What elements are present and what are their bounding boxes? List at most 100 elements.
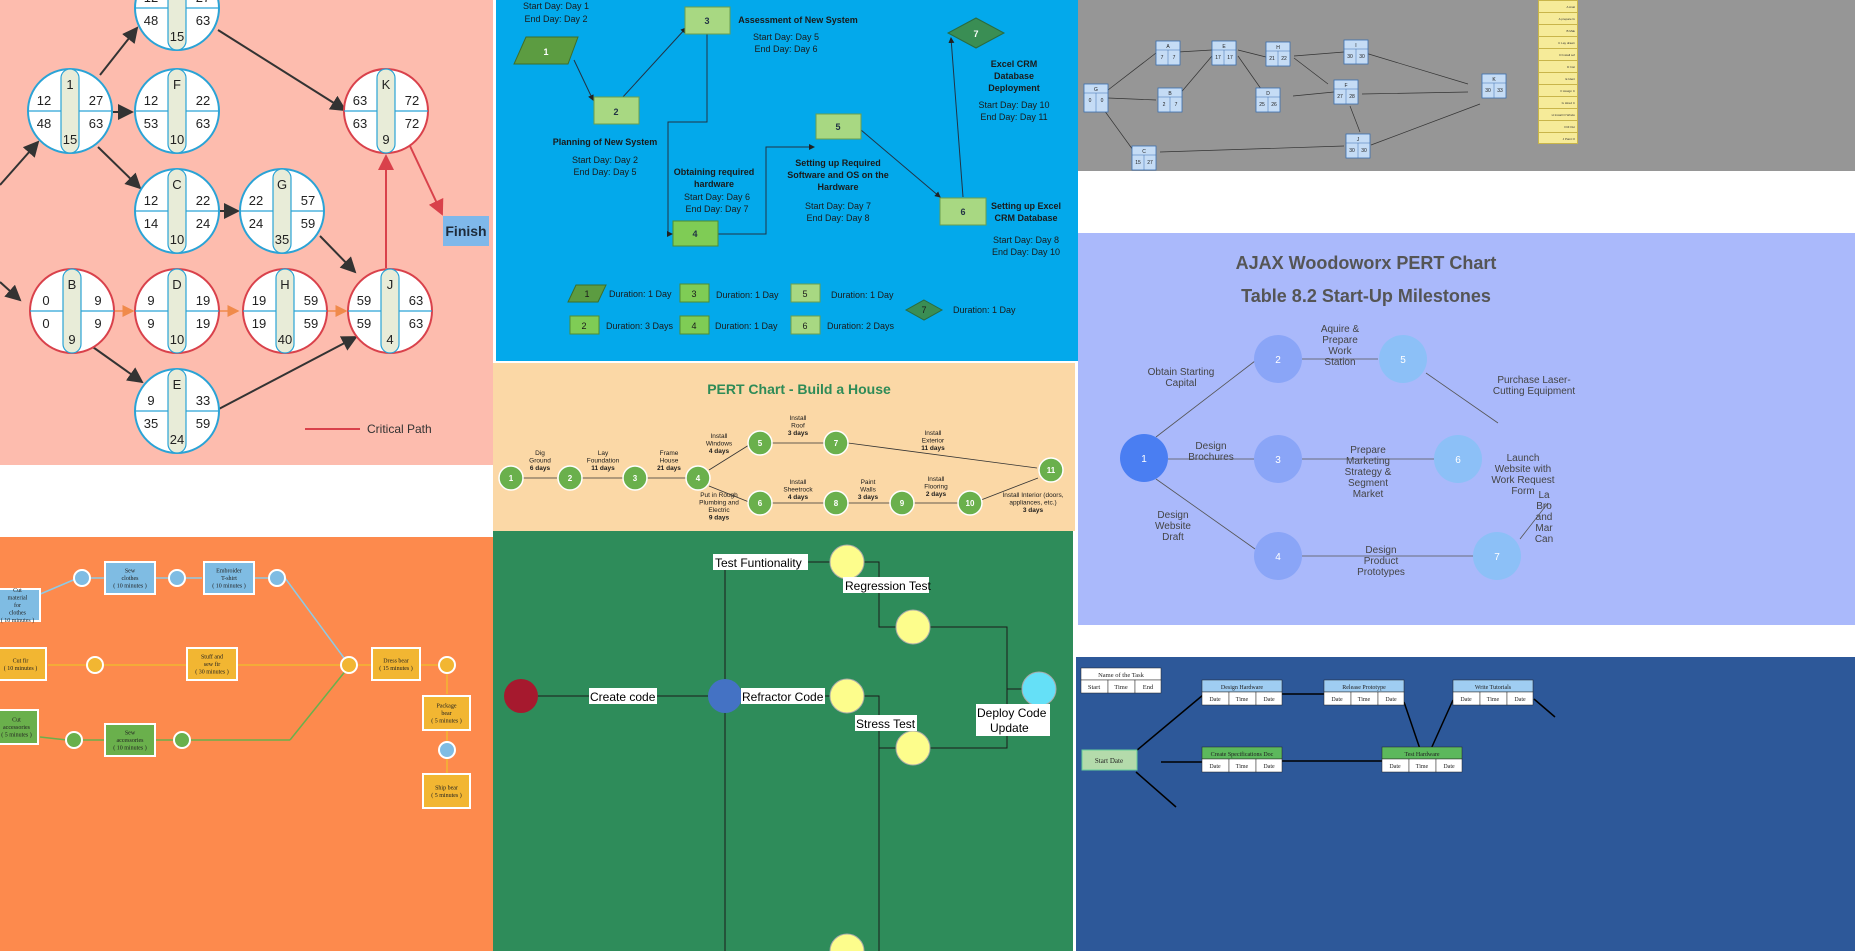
svg-text:3 days: 3 days: [1023, 507, 1044, 514]
svg-text:12: 12: [37, 93, 51, 108]
task-list-item: D Install sof: [1539, 49, 1577, 61]
svg-text:K: K: [1492, 77, 1496, 83]
svg-text:Create Specifications Doc: Create Specifications Doc: [1211, 751, 1274, 758]
svg-text:Start Day: Day 2: Start Day: Day 2: [572, 155, 638, 165]
task-list-item: H Install O Windo: [1539, 109, 1577, 121]
svg-text:Obtain Starting: Obtain Starting: [1148, 367, 1215, 378]
svg-text:( 15 minutes ): ( 15 minutes ): [379, 665, 413, 672]
svg-text:Duration: 3 Days: Duration: 3 Days: [606, 321, 674, 331]
svg-text:5: 5: [802, 289, 807, 299]
svg-text:Marketing: Marketing: [1346, 456, 1390, 467]
svg-text:Date: Date: [1460, 697, 1472, 703]
bear-task-box: Ship bear( 5 minutes ): [422, 773, 471, 809]
node-test-functionality: [829, 544, 865, 580]
svg-text:9: 9: [382, 132, 389, 147]
svg-text:Database: Database: [994, 71, 1034, 81]
task-list-item: G Hired C: [1539, 97, 1577, 109]
svg-text:Install Interior (doors,: Install Interior (doors,: [1002, 492, 1063, 499]
svg-text:30: 30: [1349, 148, 1355, 154]
node-name: J: [387, 277, 394, 292]
svg-text:Sew: Sew: [125, 569, 136, 575]
svg-text:63: 63: [409, 293, 423, 308]
svg-text:End Day: Day 5: End Day: Day 5: [573, 167, 636, 177]
svg-text:Start Day: Day 5: Start Day: Day 5: [753, 32, 819, 42]
svg-text:14: 14: [144, 216, 158, 231]
svg-text:bear: bear: [441, 711, 451, 717]
svg-text:Put in Rough: Put in Rough: [700, 492, 738, 499]
svg-text:28: 28: [1349, 94, 1355, 100]
svg-text:21: 21: [1269, 56, 1275, 62]
legend-critical-path: Critical Path: [367, 422, 432, 436]
svg-text:Start Date: Start Date: [1095, 757, 1123, 765]
event-node: [268, 569, 286, 587]
svg-text:6: 6: [1455, 455, 1461, 466]
svg-text:27: 27: [1147, 160, 1153, 166]
svg-text:27: 27: [89, 93, 103, 108]
svg-text:Start Day: Day 6: Start Day: Day 6: [684, 192, 750, 202]
svg-text:clothes: clothes: [122, 576, 140, 582]
svg-text:Electric: Electric: [708, 507, 730, 514]
svg-text:End Day: Day 11: End Day: Day 11: [980, 112, 1047, 122]
svg-text:Name of the Task: Name of the Task: [1098, 672, 1145, 679]
svg-text:Launch: Launch: [1507, 453, 1540, 464]
node-regression: [895, 609, 931, 645]
svg-text:hardware: hardware: [694, 179, 734, 189]
pert-diagram-critical-path: 122748631511227486315F1222536310K6372637…: [0, 0, 489, 454]
svg-text:Obtaining required: Obtaining required: [674, 167, 755, 177]
svg-text:Deploy Code: Deploy Code: [977, 706, 1047, 720]
svg-text:( 5 minutes ): ( 5 minutes ): [1, 732, 32, 739]
svg-text:Start Day: Day 7: Start Day: Day 7: [805, 201, 871, 211]
task-list-item: E Ident: [1539, 73, 1577, 85]
svg-text:Start Day: Day 10: Start Day: Day 10: [978, 100, 1049, 110]
svg-text:( 5 minutes ): ( 5 minutes ): [431, 792, 462, 799]
ajax-task-label: Purchase Laser-Cutting Equipment: [1493, 375, 1575, 397]
svg-text:material: material: [8, 596, 28, 602]
svg-text:4: 4: [692, 229, 697, 239]
svg-text:22: 22: [1281, 56, 1287, 62]
svg-text:Prepare: Prepare: [1322, 335, 1358, 346]
svg-text:( 5 minutes ): ( 5 minutes ): [431, 718, 462, 725]
svg-text:Deployment: Deployment: [988, 83, 1040, 93]
svg-text:3: 3: [691, 289, 696, 299]
svg-text:End Day: Day 8: End Day: Day 8: [806, 213, 869, 223]
svg-text:30: 30: [1347, 54, 1353, 60]
svg-text:Can: Can: [1535, 534, 1553, 545]
svg-text:H: H: [1276, 45, 1280, 51]
svg-text:6 days: 6 days: [530, 465, 551, 472]
task-list-item: I Fill Out: [1539, 121, 1577, 133]
grey-node-H: H21 22: [1265, 41, 1291, 67]
svg-text:Start Day: Day 1: Start Day: Day 1: [523, 1, 589, 11]
svg-text:Date: Date: [1263, 764, 1275, 770]
event-node: [173, 731, 191, 749]
svg-text:End Day: Day 7: End Day: Day 7: [685, 204, 748, 214]
node-name: F: [173, 77, 181, 92]
svg-text:9: 9: [68, 332, 75, 347]
svg-text:19: 19: [252, 316, 266, 331]
svg-text:5: 5: [758, 439, 763, 448]
svg-text:Walls: Walls: [860, 487, 876, 494]
svg-text:Website with: Website with: [1495, 464, 1552, 475]
svg-text:Assessment of New System: Assessment of New System: [738, 15, 858, 25]
svg-text:7: 7: [834, 439, 839, 448]
svg-text:Embroider: Embroider: [216, 569, 242, 575]
svg-text:35: 35: [275, 232, 289, 247]
svg-text:T-shirt: T-shirt: [221, 576, 237, 582]
svg-text:Time: Time: [1236, 764, 1249, 770]
ajax-node-7: 7: [1473, 532, 1521, 580]
svg-text:19: 19: [196, 293, 210, 308]
svg-text:9 days: 9 days: [709, 515, 730, 522]
svg-text:Start: Start: [1088, 684, 1100, 691]
